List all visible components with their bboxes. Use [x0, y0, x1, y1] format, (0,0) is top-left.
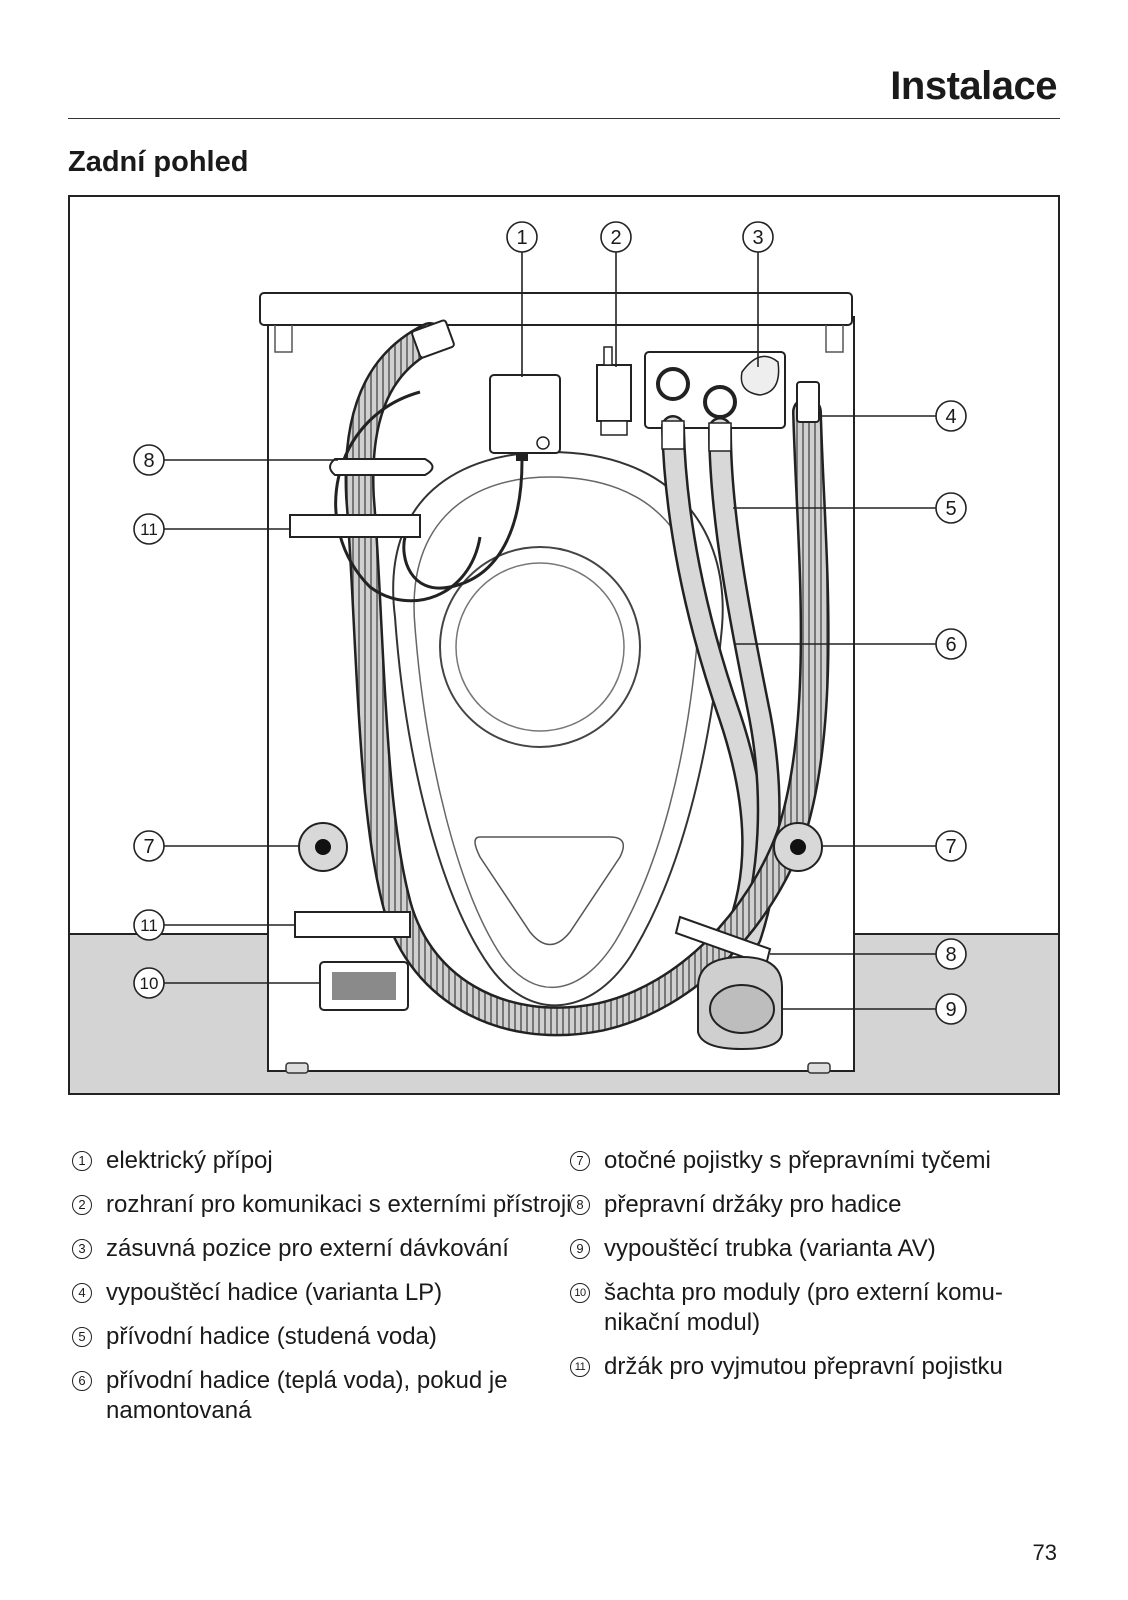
- legend-text: otočné pojistky s přepravními tyčemi: [604, 1147, 991, 1174]
- callout-8-right: 8: [945, 944, 956, 966]
- drum-circle: [439, 546, 641, 748]
- callout-7-left: 7: [143, 836, 154, 858]
- legend-number: 1: [72, 1151, 92, 1171]
- drain-hose-end: [796, 381, 820, 423]
- legend-text: šachta pro moduly (pro externí komu-nika…: [604, 1279, 1003, 1336]
- hose-holder-top: [329, 458, 434, 476]
- legend-text: zásuvná pozice pro externí dávkování: [106, 1235, 509, 1262]
- legend-item: 10 šachta pro moduly (pro externí komu-ni…: [570, 1278, 1070, 1338]
- callout-3: 3: [752, 227, 763, 249]
- legend-text: elektrický přípoj: [106, 1147, 273, 1174]
- washing-machine-rear-illustration: 1 2 3 4 5 6 7 7 8 8 9 10 11 11: [70, 221, 1058, 1093]
- legend-item: 7 otočné pojistky s přepravními tyčemi: [570, 1146, 1070, 1176]
- callout-5: 5: [945, 498, 956, 520]
- legend-number: 9: [570, 1239, 590, 1259]
- communication-interface: [596, 364, 632, 422]
- callout-8-left: 8: [143, 450, 154, 472]
- legend-number: 10: [570, 1283, 590, 1303]
- page-number: 73: [1032, 1540, 1057, 1565]
- header-divider: [68, 118, 1060, 119]
- legend-number: 8: [570, 1195, 590, 1215]
- dosing-slot-cover: [740, 355, 780, 396]
- legend-item: 5 přívodní hadice (studená voda): [72, 1322, 572, 1352]
- section-title: Instalace: [890, 64, 1057, 108]
- rear-recess: [474, 836, 625, 946]
- legend-number: 2: [72, 1195, 92, 1215]
- drain-hose: [347, 324, 828, 1034]
- callout-6: 6: [945, 634, 956, 656]
- legend-left-column: 1 elektrický přípoj 2 rozhraní pro komunik…: [72, 1146, 572, 1440]
- callout-9: 9: [945, 999, 956, 1021]
- legend-text: přepravní držáky pro hadice: [604, 1191, 902, 1218]
- legend-item: 6 přívodní hadice (teplá voda), pokud je …: [72, 1366, 572, 1426]
- hot-water-valve: [703, 385, 737, 419]
- legend-text: vypouštěcí trubka (varianta AV): [604, 1235, 936, 1262]
- legend-number: 11: [570, 1357, 590, 1377]
- legend-text: rozhraní pro komunikaci s externími přís…: [106, 1191, 572, 1218]
- legend-number: 7: [570, 1151, 590, 1171]
- callout-11-bottom: 11: [140, 916, 158, 935]
- legend-number: 3: [72, 1239, 92, 1259]
- machine-top-lid: [259, 292, 853, 326]
- legend-text: přívodní hadice (teplá voda), pokud je n…: [106, 1367, 508, 1424]
- transport-bolt-holder-top: [289, 514, 421, 538]
- callout-11-top: 11: [140, 520, 158, 539]
- rear-view-figure: 1 2 3 4 5 6 7 7 8 8 9 10 11 11: [68, 195, 1060, 1095]
- foot-left: [285, 1062, 309, 1074]
- legend-text: držák pro vyjmutou přepravní pojistku: [604, 1353, 1003, 1380]
- callout-10: 10: [140, 974, 159, 993]
- legend-text: vypouštěcí hadice (varianta LP): [106, 1279, 443, 1306]
- foot-right: [807, 1062, 831, 1074]
- legend-item: 8 přepravní držáky pro hadice: [570, 1190, 1070, 1220]
- callout-7-right: 7: [945, 836, 956, 858]
- callout-2: 2: [610, 227, 621, 249]
- legend-item: 11 držák pro vyjmutou přepravní pojistku: [570, 1352, 1070, 1382]
- legend-item: 9 vypouštěcí trubka (varianta AV): [570, 1234, 1070, 1264]
- cold-water-valve: [656, 367, 690, 401]
- legend-item: 3 zásuvná pozice pro externí dávkování: [72, 1234, 572, 1264]
- legend-item: 1 elektrický přípoj: [72, 1146, 572, 1176]
- legend-number: 5: [72, 1327, 92, 1347]
- callout-1: 1: [516, 227, 527, 249]
- callout-4: 4: [945, 406, 956, 428]
- legend-number: 4: [72, 1283, 92, 1303]
- legend-text: přívodní hadice (studená voda): [106, 1323, 437, 1350]
- legend-number: 6: [72, 1371, 92, 1391]
- legend-item: 4 vypouštěcí hadice (varianta LP): [72, 1278, 572, 1308]
- transport-bolt-holder-bottom: [294, 911, 411, 938]
- inlet-hose-hot: [663, 417, 763, 947]
- page-title: Zadní pohled: [68, 146, 249, 178]
- legend-item: 2 rozhraní pro komunikaci s externími pří…: [72, 1190, 572, 1220]
